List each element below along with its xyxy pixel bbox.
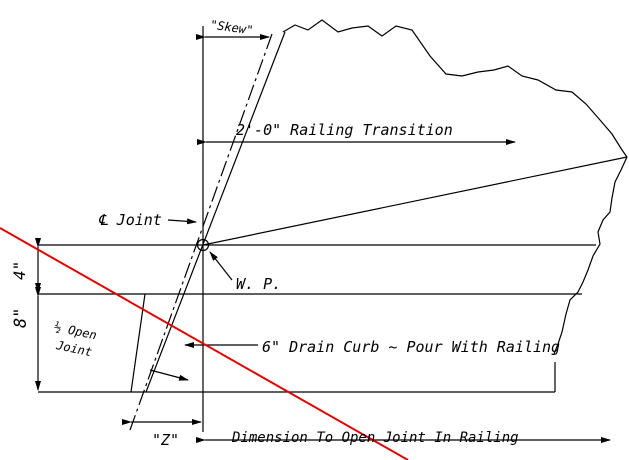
wp-leader xyxy=(209,251,233,281)
joint-centerline xyxy=(129,33,273,431)
wp-label: W. P. xyxy=(236,275,281,293)
railing-right-outline xyxy=(553,156,628,355)
dim-4-label: 4" xyxy=(10,261,29,280)
cl-joint-leader xyxy=(167,218,197,225)
open-joint-dimension-label: Dimension To Open Joint In Railing xyxy=(231,430,519,446)
railing-break-outline xyxy=(282,19,628,158)
dim-8-label: 8" xyxy=(11,308,31,328)
drain-curb-label: 6" Drain Curb ~ Pour With Railing xyxy=(262,338,560,356)
cl-joint-label: ℄ Joint xyxy=(98,211,162,229)
joint-label: Joint xyxy=(54,338,93,359)
railing-transition-label: 2'-0" Railing Transition xyxy=(236,121,453,139)
work-point-circle xyxy=(196,238,210,252)
joint-face-left xyxy=(130,293,146,393)
skew-label: "Skew" xyxy=(209,18,254,38)
red-overlay-line xyxy=(0,227,409,460)
railing-end-line xyxy=(145,31,286,393)
transition-line xyxy=(202,156,628,246)
z-label: "Z" xyxy=(152,431,179,449)
half-open-leader xyxy=(149,369,189,381)
